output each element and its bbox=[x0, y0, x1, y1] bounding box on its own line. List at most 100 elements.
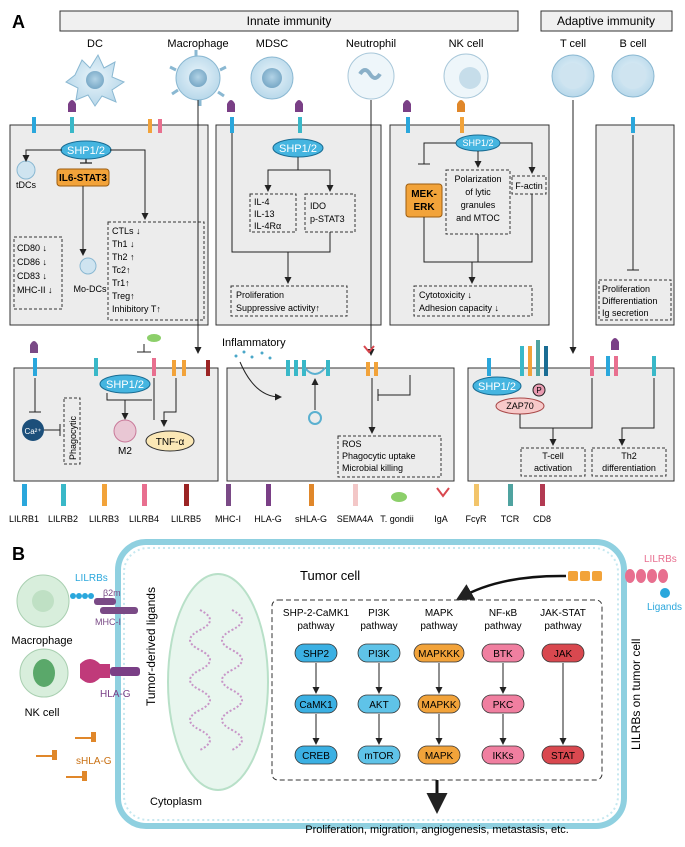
neutrophil-signaling-box bbox=[226, 367, 455, 482]
tnf-alpha-node bbox=[145, 430, 195, 452]
legend-label-11: FcγR bbox=[466, 514, 487, 524]
cell-t-label: T cell bbox=[560, 38, 586, 50]
nk-outcome-1: Adhesion capacity ↓ bbox=[419, 303, 499, 313]
phospho-text: P bbox=[536, 386, 541, 395]
legend-icon-3 bbox=[142, 484, 147, 506]
nk-inhibit-mek bbox=[418, 142, 456, 165]
legend-icon-11 bbox=[474, 484, 479, 506]
mac-receptors bbox=[30, 334, 210, 376]
pathway-node-text-4-0: JAK bbox=[554, 649, 573, 660]
nk-factin-box bbox=[511, 175, 547, 195]
dc-cell-icon bbox=[65, 53, 126, 107]
nk-signaling-box bbox=[389, 124, 550, 326]
th2-0: Th2 bbox=[621, 451, 637, 461]
m2-text: M2 bbox=[118, 446, 132, 457]
nk-b-nucleus bbox=[33, 659, 55, 687]
neut-outcome-1: Phagocytic uptake bbox=[342, 451, 416, 461]
tnf-alpha-text: TNF-α bbox=[156, 437, 185, 448]
pathway-node-text-2-0: MAPKKK bbox=[418, 649, 460, 660]
neut-vesicle bbox=[308, 411, 322, 425]
dc-marker-3: MHC-II ↓ bbox=[17, 285, 53, 295]
pathway-title-4-1: pathway bbox=[544, 621, 581, 632]
macrophage-b-nucleus bbox=[32, 590, 54, 612]
il6-stat3-text: IL6-STAT3 bbox=[59, 173, 107, 184]
pathway-node-1-0 bbox=[357, 643, 401, 663]
pathway-title-2-0: MAPK bbox=[425, 608, 454, 619]
mdsc-il-2: IL-4Rα bbox=[254, 221, 281, 231]
legend-icon-0 bbox=[22, 484, 27, 506]
ca-ion bbox=[22, 419, 44, 441]
pathway-node-4-1 bbox=[541, 745, 585, 765]
panel-b-label: B bbox=[12, 544, 25, 564]
nk-shp12-text: SHP1/2 bbox=[462, 138, 493, 148]
dc-tcell-box bbox=[107, 221, 205, 321]
legend-icons bbox=[22, 484, 545, 506]
neut-inhibit-line bbox=[377, 375, 411, 401]
legend-icon-9 bbox=[391, 492, 407, 502]
er-structure bbox=[189, 609, 211, 751]
mac-inhibit-phago bbox=[44, 424, 61, 436]
mdsc-ido-1: p-STAT3 bbox=[310, 214, 345, 224]
nk-outcome-0: Cytotoxicity ↓ bbox=[419, 290, 472, 300]
b-outcome-0: Proliferation bbox=[602, 284, 650, 294]
legend-label-4: LILRB5 bbox=[171, 514, 201, 524]
pathway-node-text-1-0: PI3K bbox=[368, 649, 390, 660]
tcell-activation-0: T-cell bbox=[542, 451, 564, 461]
th2-box bbox=[591, 447, 667, 477]
pathway-node-3-0 bbox=[481, 643, 525, 663]
dc-tcell-6: Inhibitory T↑ bbox=[112, 304, 161, 314]
pathway-node-2-1 bbox=[417, 694, 461, 714]
legend-label-1: LILRB2 bbox=[48, 514, 78, 524]
tumor-nucleus bbox=[167, 573, 269, 791]
cell-b-label: B cell bbox=[620, 38, 647, 50]
mdsc-shp12-text: SHP1/2 bbox=[279, 143, 317, 155]
inflammatory-particles bbox=[234, 350, 272, 360]
dc-tcell-3: Tc2↑ bbox=[112, 265, 131, 275]
pathway-title-1-1: pathway bbox=[360, 621, 397, 632]
legend-label-2: LILRB3 bbox=[89, 514, 119, 524]
dc-tcell-0: CTLs ↓ bbox=[112, 226, 141, 236]
mhc-label: MHC-I bbox=[95, 617, 121, 627]
nk-polar-1: of lytic bbox=[465, 187, 491, 197]
nk-mek-1: ERK bbox=[413, 202, 435, 213]
pathway-node-0-0 bbox=[294, 643, 338, 663]
dc-receptors bbox=[32, 100, 162, 133]
phagocytic-box bbox=[63, 397, 81, 465]
dc-arrow-tdc bbox=[22, 149, 62, 162]
dc-signaling-box bbox=[9, 124, 209, 326]
phagocytic-text: Phagocytic bbox=[68, 415, 78, 460]
lilrb-left-receptor bbox=[70, 593, 94, 599]
legend-icon-6 bbox=[266, 484, 271, 506]
neut-receptors bbox=[286, 345, 378, 376]
tdc-icon bbox=[16, 160, 36, 180]
mdsc-receptors bbox=[227, 100, 303, 133]
nk-polar-3: and MTOC bbox=[456, 213, 500, 223]
mdsc-ido-0: IDO bbox=[310, 201, 326, 211]
pathway-title-1-0: PI3K bbox=[368, 608, 390, 619]
legend-icon-7 bbox=[309, 484, 314, 506]
pathway-title-0-0: SHP-2-CaMK1 bbox=[283, 608, 350, 619]
cell-nk-label: NK cell bbox=[449, 38, 484, 50]
legend-label-5: MHC-I bbox=[215, 514, 241, 524]
legend-label-0: LILRB1 bbox=[9, 514, 39, 524]
pathway-node-1-1 bbox=[357, 694, 401, 714]
mhc-complex bbox=[94, 598, 138, 614]
cytoplasm-text: Cytoplasm bbox=[150, 796, 202, 808]
dc-arrow-tcells bbox=[110, 149, 149, 220]
shlag-label: sHLA-G bbox=[76, 756, 112, 767]
dc-tcell-5: Treg↑ bbox=[112, 291, 135, 301]
macrophage-b-label: Macrophage bbox=[11, 635, 72, 647]
tcell-receptors bbox=[487, 338, 656, 376]
pathway-title-3-0: NF-κB bbox=[489, 608, 518, 619]
legend-label-3: LILRB4 bbox=[129, 514, 159, 524]
neut-outcome-2: Microbial killing bbox=[342, 463, 403, 473]
tumor-ligands-text: Tumor-derived ligands bbox=[144, 587, 158, 706]
m2-cell-icon bbox=[113, 419, 137, 443]
cell-dc-label: DC bbox=[87, 38, 103, 50]
lilrbs-right-label: LILRBs bbox=[644, 554, 677, 565]
pathway-node-4-0 bbox=[541, 643, 585, 663]
pathway-node-text-1-1: AKT bbox=[369, 700, 388, 711]
tcell-shp12-node bbox=[472, 376, 522, 396]
pathway-node-3-2 bbox=[481, 745, 525, 765]
